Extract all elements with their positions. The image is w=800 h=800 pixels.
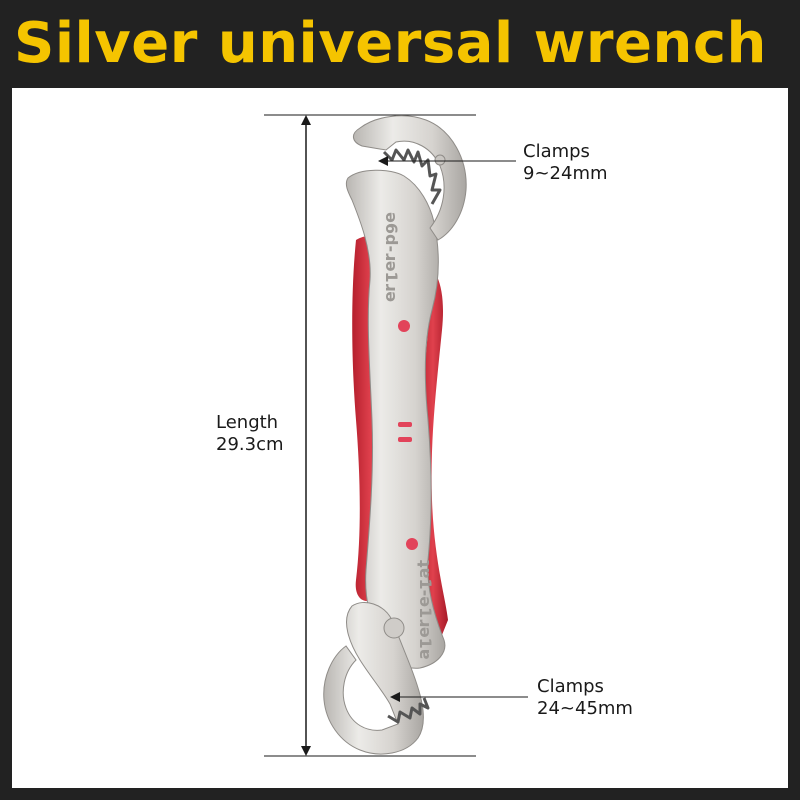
steel-handle (345, 169, 446, 669)
red-rivet-upper (398, 320, 410, 332)
rivet-upper (434, 154, 446, 166)
top-clamp-annotation: Clamps 9~24mm (523, 141, 608, 185)
pivot-lower (383, 617, 405, 639)
bottom-clamp-arrow-icon (390, 692, 400, 702)
lower-jaw-teeth (387, 697, 430, 724)
length-label: Length (216, 412, 279, 433)
top-clamp-arrow-icon (378, 156, 388, 166)
bottom-clamp-value: 24~45mm (537, 698, 633, 719)
bottom-clamp-label: Clamps (537, 676, 604, 697)
top-clamp-label: Clamps (523, 141, 590, 162)
length-dimension (264, 114, 476, 757)
top-clamp-value: 9~24mm (523, 163, 608, 184)
bottom-clamp-annotation: Clamps 24~45mm (537, 676, 633, 720)
page-title: Silver universal wrench (14, 11, 767, 76)
red-rivet-lower (406, 538, 418, 550)
length-value: 29.3cm (216, 434, 284, 455)
upper-jaw (353, 115, 467, 241)
handle-marking-upper: ə6d-ɹə1ɹə (382, 212, 401, 302)
length-arrow-up-icon (301, 115, 311, 125)
length-arrow-down-icon (301, 746, 311, 756)
red-slot-2 (398, 437, 412, 442)
length-annotation: Length 29.3cm (216, 412, 284, 456)
handle-marking-lower: ʇɐ1-ə1ɹə1ɐ (416, 560, 435, 660)
red-slot-1 (398, 422, 412, 427)
upper-jaw-teeth (382, 148, 442, 205)
